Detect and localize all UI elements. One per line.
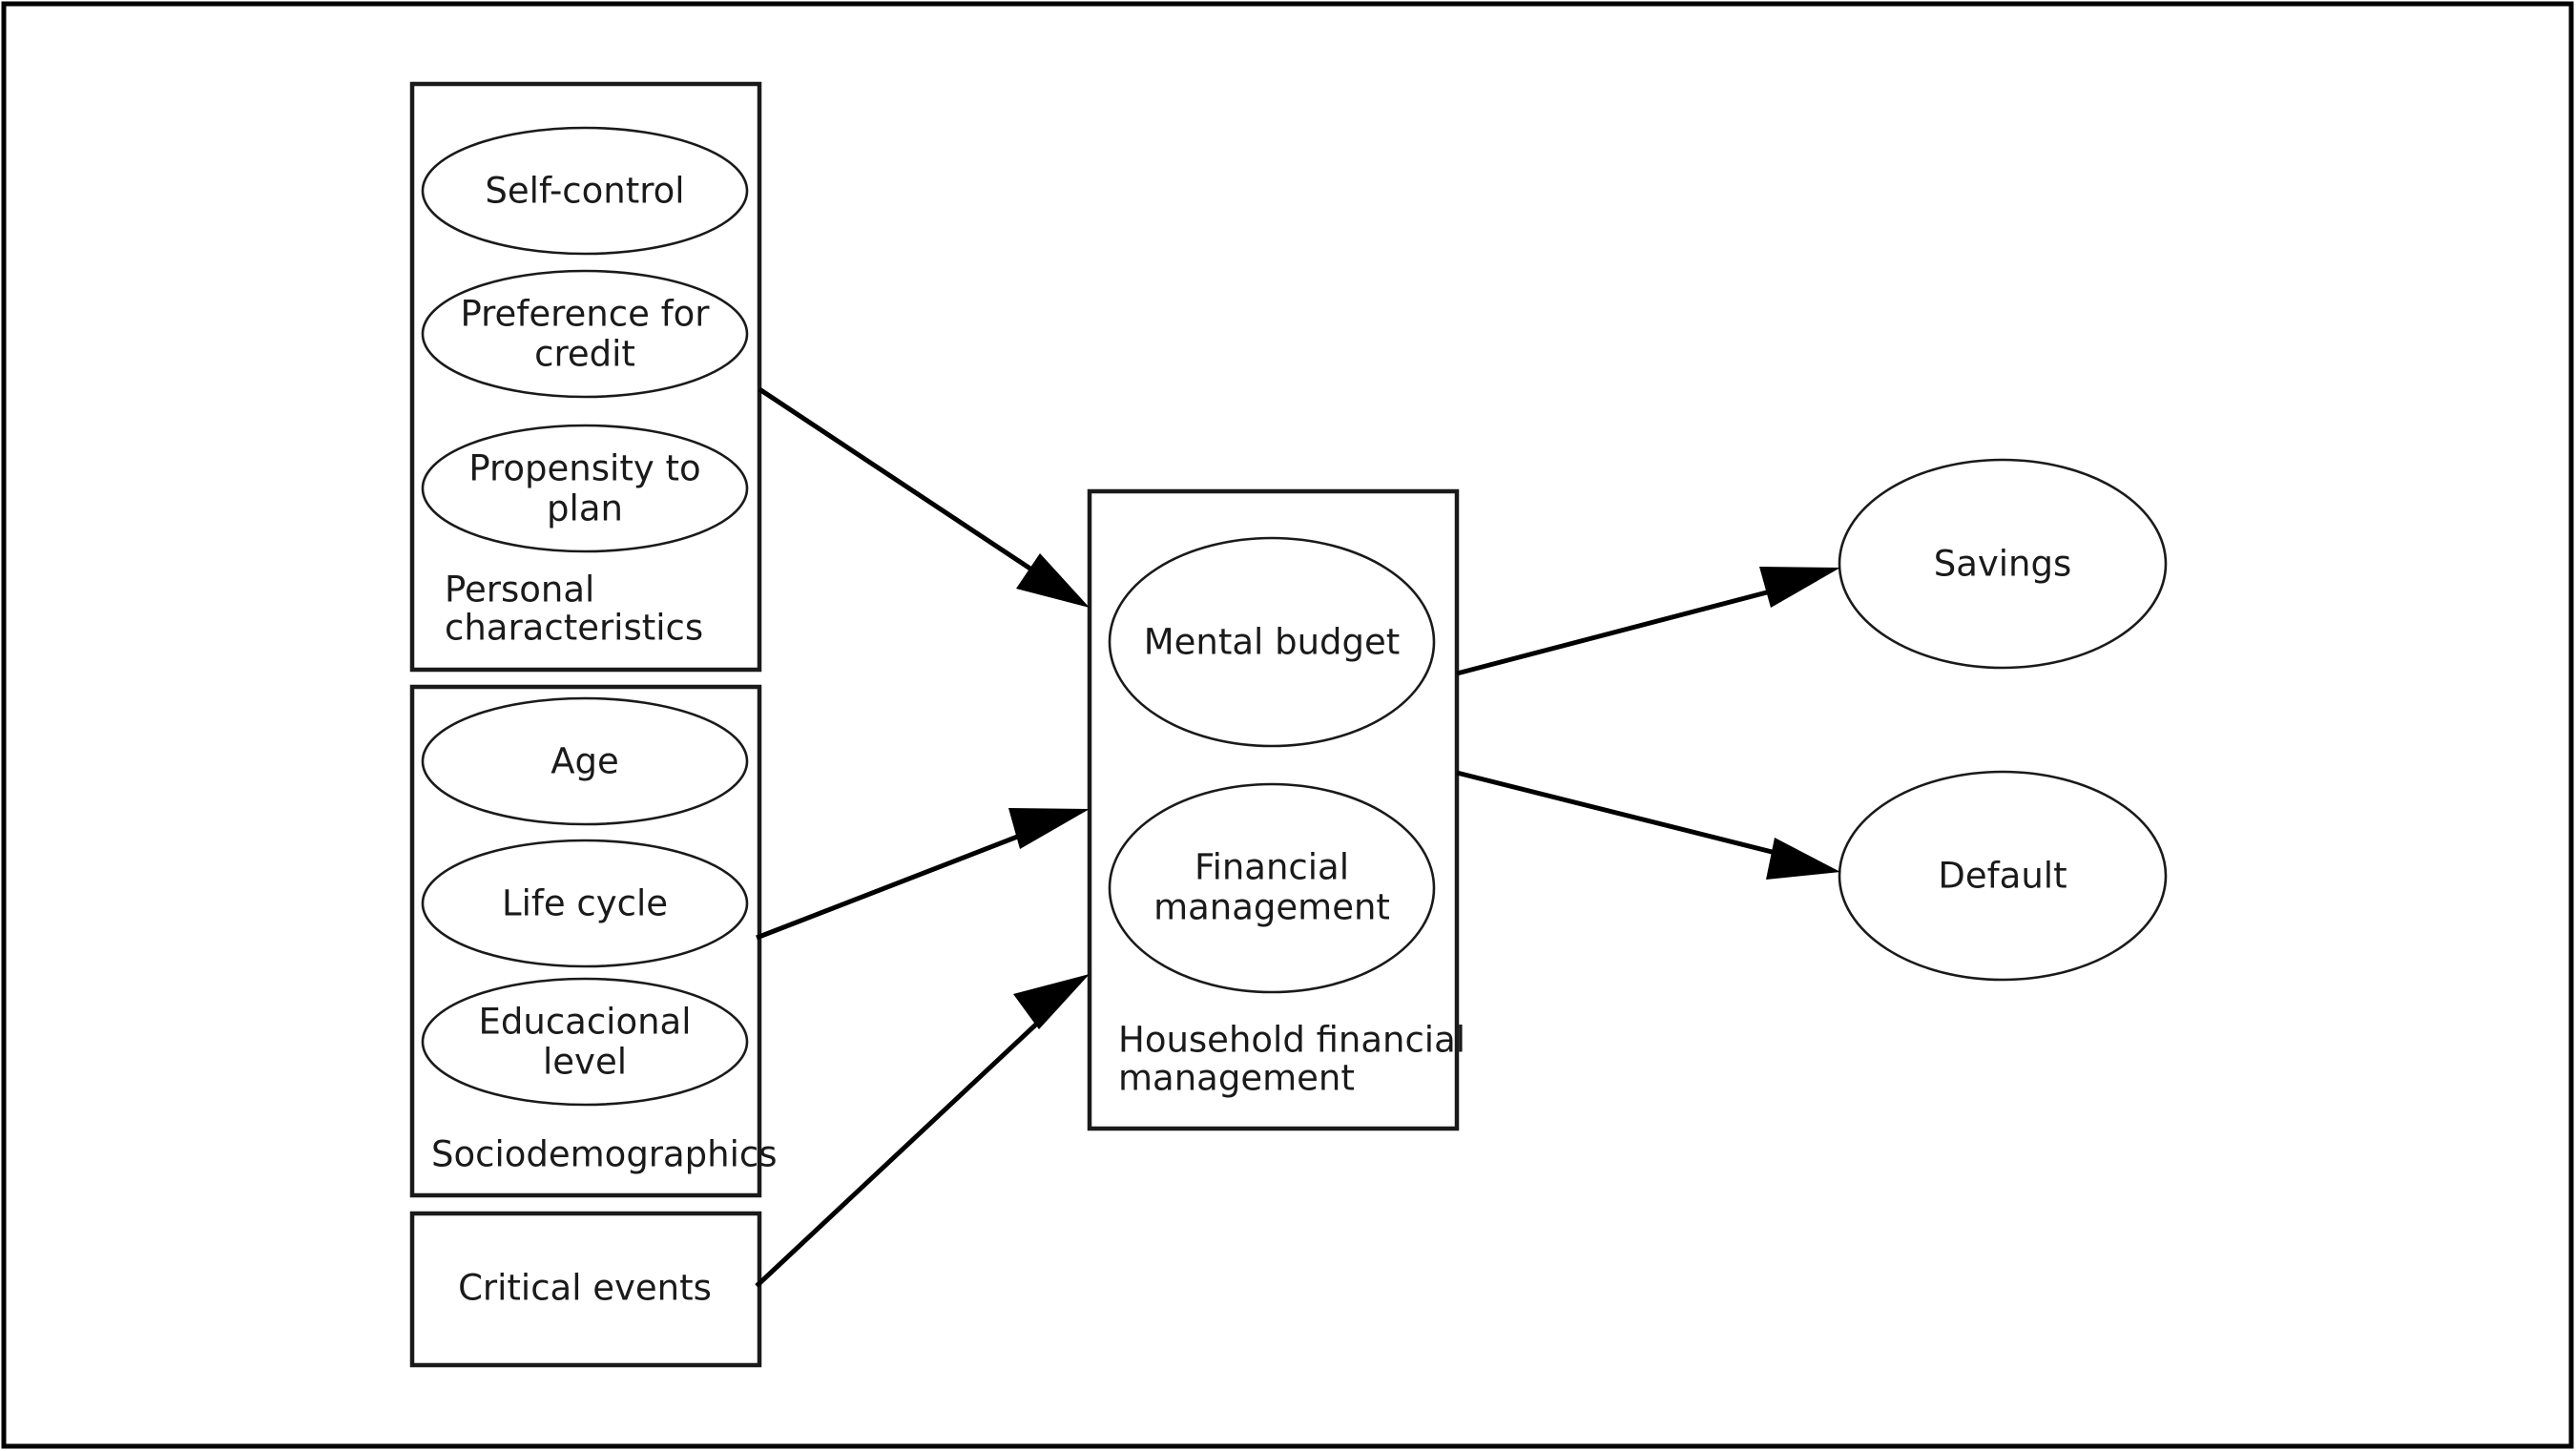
node-label-life-cycle: Life cycle — [502, 883, 668, 924]
node-ellipse-mental-budget — [1108, 536, 1436, 748]
node-ellipse-savings — [1838, 458, 2168, 670]
node-educacional-level[interactable]: Educacional level — [421, 977, 749, 1107]
group-sociodemographics: Age Life cycle Educacional level Sociode… — [409, 684, 778, 1198]
node-label-educacional-level-line2: level — [543, 1042, 627, 1083]
edge-arrowhead-savings — [1759, 567, 1840, 608]
node-age[interactable]: Age — [421, 696, 749, 826]
edge-arrowhead-personal-characteristics — [1016, 553, 1090, 608]
node-ellipse-age — [421, 696, 749, 826]
group-label-household-financial-management-line2: management — [1118, 1058, 1355, 1099]
node-preference-for-credit[interactable]: Preference for credit — [421, 269, 749, 399]
group-label-household-financial-management-line1: Household financial — [1118, 1020, 1465, 1061]
node-financial-management[interactable]: Financial management — [1108, 782, 1436, 994]
node-label-preference-for-credit-line2: credit — [534, 334, 635, 375]
node-label-mental-budget: Mental budget — [1144, 622, 1401, 663]
node-life-cycle[interactable]: Life cycle — [421, 839, 749, 968]
node-ellipse-default — [1838, 770, 2168, 982]
group-label-sociodemographics: Sociodemographics — [431, 1134, 778, 1175]
node-label-savings: Savings — [1934, 544, 2072, 585]
node-default[interactable]: Default — [1838, 770, 2168, 982]
group-household-financial-management: Mental budget Financial management House… — [1087, 488, 1465, 1131]
edge-household-to-savings — [1456, 567, 1840, 676]
edge-arrowhead-sociodemographics — [1008, 808, 1090, 849]
edge-sociodemographics-to-household — [756, 808, 1090, 941]
group-personal-characteristics: Self-control Preference for credit Prope… — [409, 81, 762, 673]
edge-critical-events-to-household — [755, 974, 1090, 1288]
edge-arrowhead-critical-events — [1013, 974, 1090, 1029]
group-label-personal-characteristics-line2: characteristics — [445, 608, 703, 649]
edge-household-to-default — [1456, 770, 1840, 880]
edge-line-default — [1456, 770, 1799, 861]
node-label-self-control: Self-control — [485, 171, 684, 212]
group-box-critical-events — [409, 1211, 762, 1368]
edge-line-sociodemographics — [756, 821, 1050, 941]
edge-arrowhead-default — [1766, 838, 1840, 880]
node-label-age: Age — [551, 741, 619, 782]
node-label-financial-management-line1: Financial — [1195, 847, 1349, 888]
node-ellipse-financial-management — [1108, 782, 1436, 994]
node-ellipse-self-control — [421, 126, 749, 256]
node-self-control[interactable]: Self-control — [421, 126, 749, 256]
edge-line-personal-characteristics — [758, 386, 1055, 587]
node-label-default: Default — [1938, 856, 2067, 897]
node-label-financial-management-line2: management — [1153, 887, 1390, 928]
node-savings[interactable]: Savings — [1838, 458, 2168, 670]
node-label-propensity-to-plan-line2: plan — [547, 488, 623, 529]
node-mental-budget[interactable]: Mental budget — [1108, 536, 1436, 748]
node-propensity-to-plan[interactable]: Propensity to plan — [421, 424, 749, 553]
node-label-preference-for-credit-line1: Preference for — [461, 294, 711, 335]
node-ellipse-preference-for-credit — [421, 269, 749, 399]
edge-personal-characteristics-to-household — [758, 386, 1090, 608]
node-label-propensity-to-plan-line1: Propensity to — [468, 448, 700, 489]
edge-line-savings — [1456, 580, 1804, 676]
group-label-personal-characteristics-line1: Personal — [445, 570, 594, 611]
node-label-educacional-level-line1: Educacional — [479, 1002, 692, 1043]
edge-line-critical-events — [755, 1005, 1057, 1288]
node-ellipse-propensity-to-plan — [421, 424, 749, 553]
group-label-critical-events: Critical events — [458, 1268, 712, 1309]
node-ellipse-educacional-level — [421, 977, 749, 1107]
node-ellipse-life-cycle — [421, 839, 749, 968]
group-critical-events[interactable]: Critical events — [409, 1211, 762, 1368]
